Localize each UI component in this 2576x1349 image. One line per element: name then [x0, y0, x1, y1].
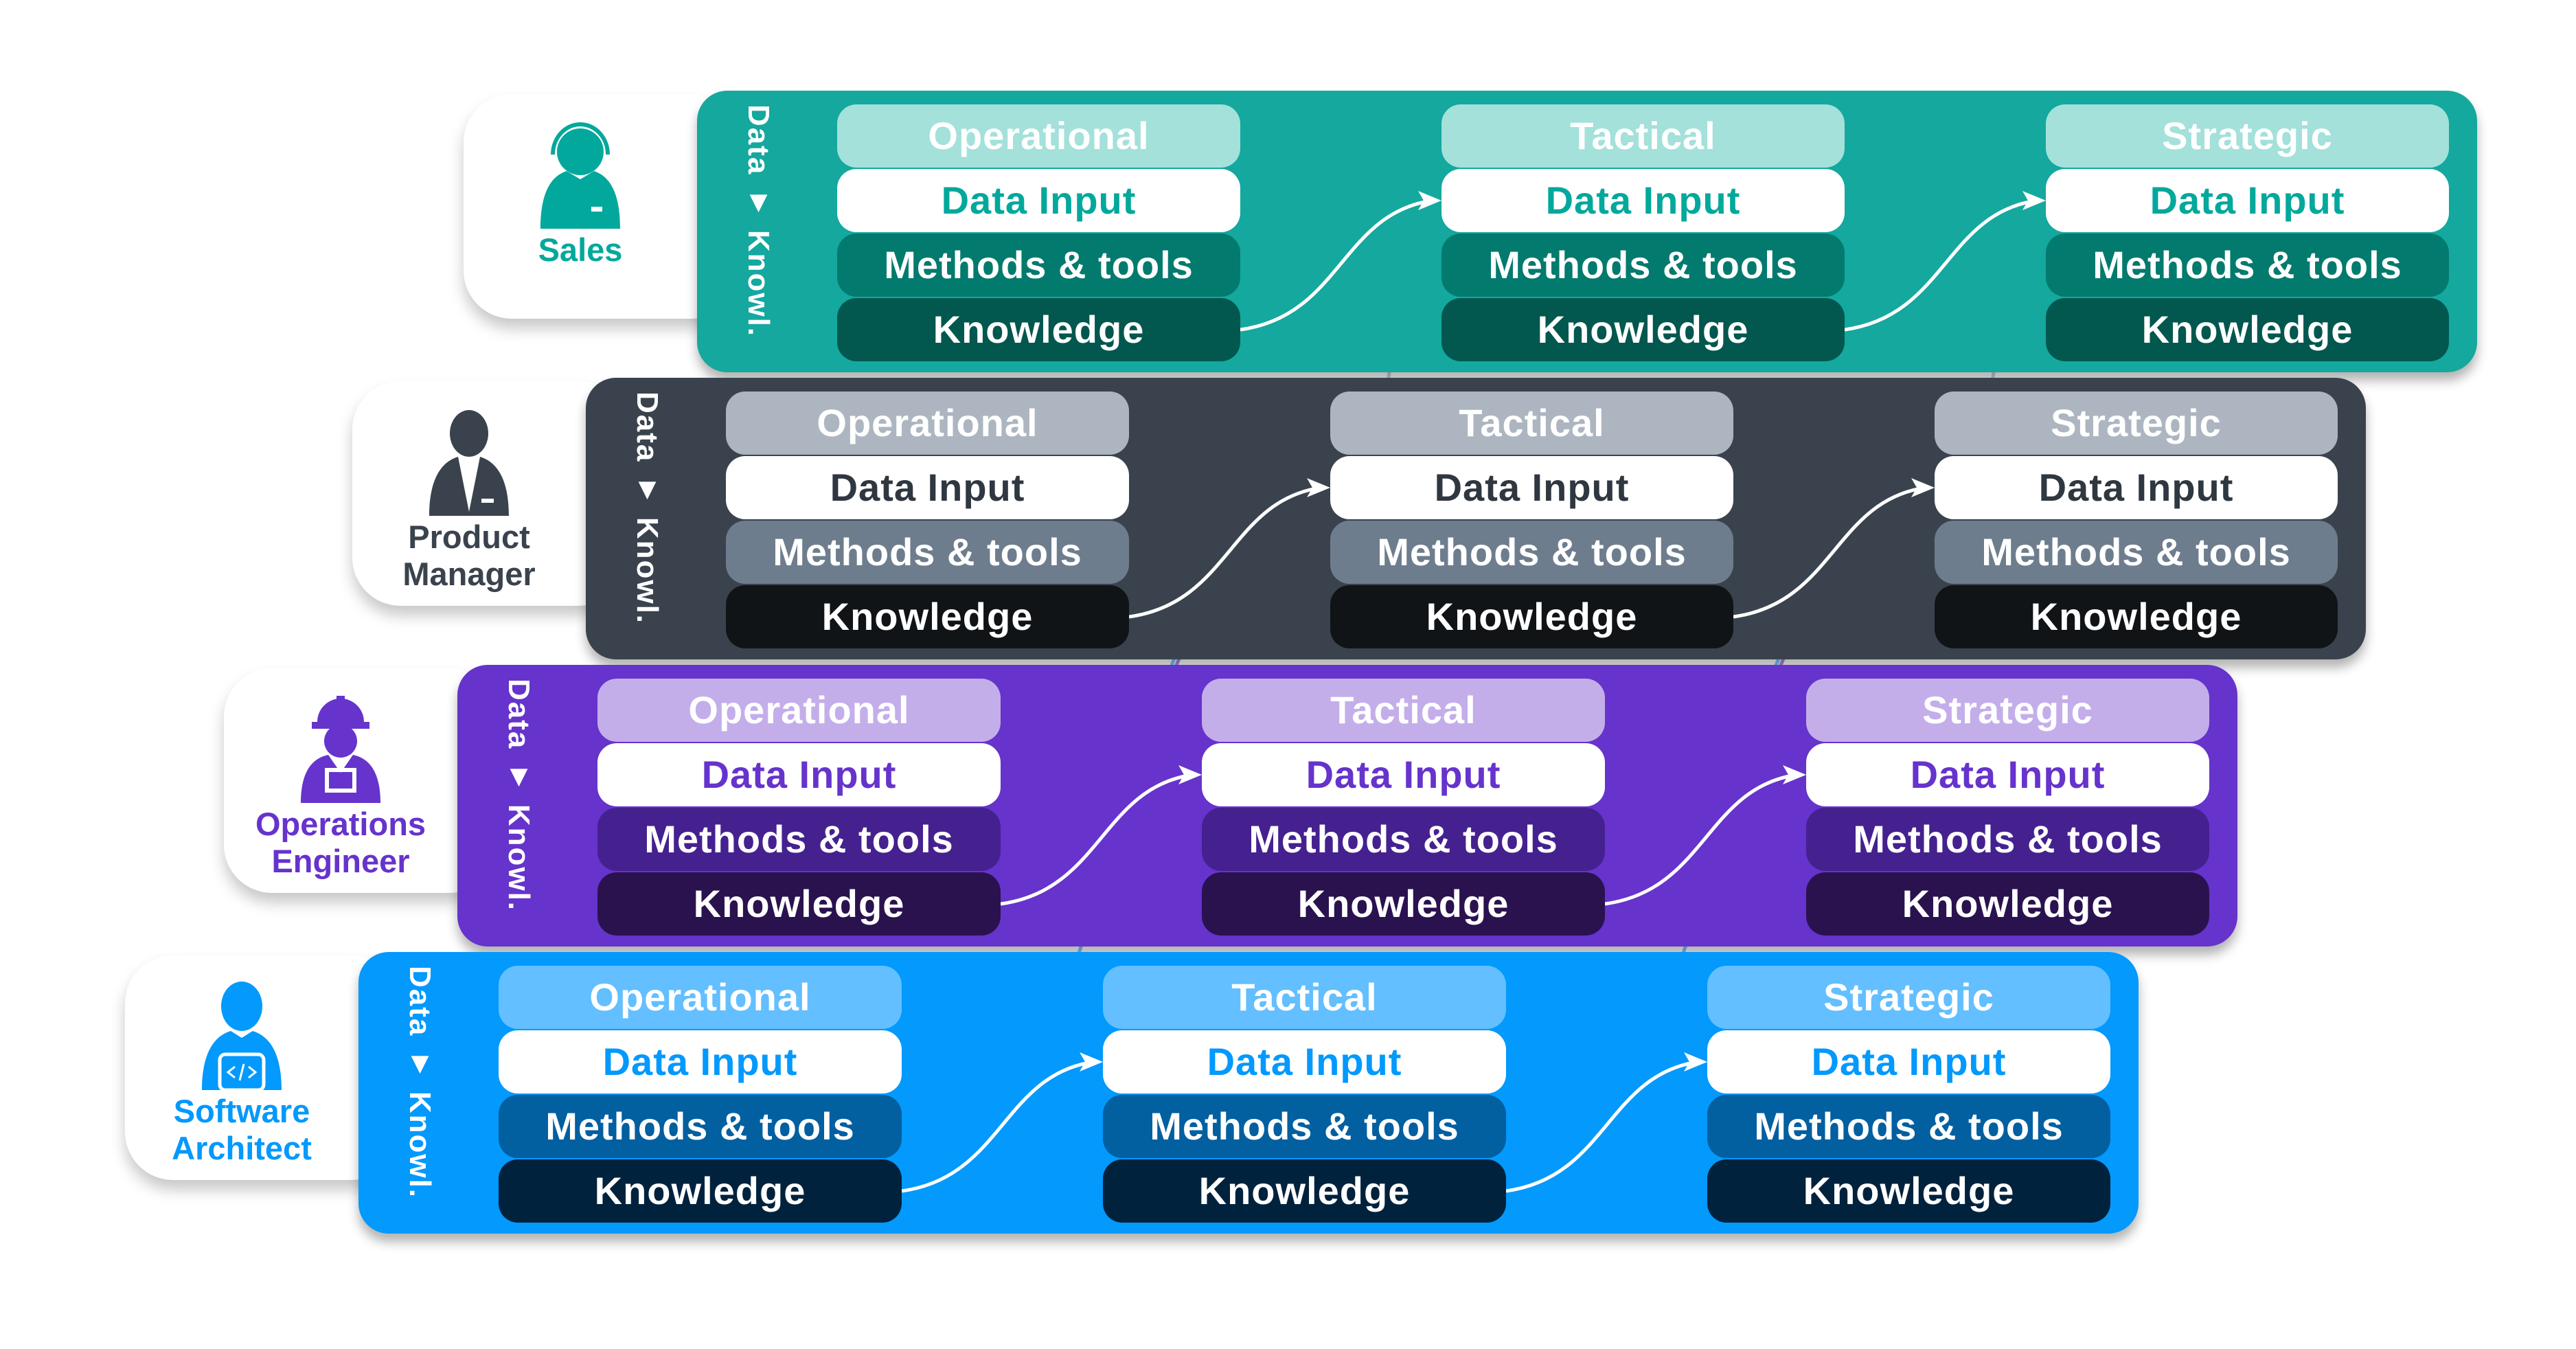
connector-gap — [1845, 191, 2046, 332]
data-input-cell: Data Input — [1330, 456, 1733, 519]
role-label: Sales — [538, 231, 623, 268]
knowledge-to-input-connector — [1129, 486, 1321, 619]
methods-tools-cell: Methods & tools — [1330, 521, 1733, 584]
methods-tools-cell: Methods & tools — [1806, 808, 2209, 871]
data-to-knowledge-axis-label: Data ▼ Knowl. — [742, 104, 775, 338]
knowledge-to-input-connector — [1240, 199, 1433, 332]
arrowhead-icon — [1307, 478, 1330, 497]
column-header: Operational — [726, 392, 1129, 455]
arrowhead-icon — [1911, 478, 1935, 497]
knowledge-to-input-connector — [1733, 486, 1926, 619]
connector-gap — [1605, 765, 1806, 906]
data-to-knowledge-axis-label: Data ▼ Knowl. — [403, 966, 437, 1199]
knowledge-to-input-connector — [1001, 773, 1193, 906]
connector-gap — [902, 1052, 1103, 1193]
methods-tools-cell: Methods & tools — [1103, 1095, 1506, 1158]
knowledge-cell: Knowledge — [1330, 585, 1733, 648]
arrowhead-icon — [1418, 191, 1441, 210]
data-input-cell: Data Input — [1707, 1030, 2110, 1093]
knowledge-cell: Knowledge — [837, 298, 1240, 361]
developer-icon — [194, 980, 290, 1092]
arrowhead-icon — [1080, 1052, 1103, 1072]
data-input-cell: Data Input — [726, 456, 1129, 519]
knowledge-cell: Knowledge — [1935, 585, 2338, 648]
role-label: Product Manager — [402, 519, 536, 592]
methods-tools-cell: Methods & tools — [2046, 234, 2449, 297]
knowledge-cell: Knowledge — [1707, 1159, 2110, 1223]
methods-tools-cell: Methods & tools — [1935, 521, 2338, 584]
column-header: Strategic — [1935, 392, 2338, 455]
data-input-cell: Data Input — [2046, 169, 2449, 232]
column-header: Tactical — [1103, 966, 1506, 1029]
knowledge-cell: Knowledge — [1202, 872, 1605, 936]
engineer-icon — [293, 693, 389, 803]
data-input-cell: Data Input — [1806, 743, 2209, 806]
support-agent-icon — [532, 119, 628, 229]
connector-gap — [1240, 191, 1441, 332]
data-input-cell: Data Input — [597, 743, 1001, 806]
connector-gap — [1129, 478, 1330, 619]
knowledge-cell: Knowledge — [1103, 1159, 1506, 1223]
column-header: Operational — [597, 679, 1001, 742]
column-header: Strategic — [2046, 104, 2449, 168]
data-to-knowledge-axis-label: Data ▼ Knowl. — [630, 392, 664, 625]
data-input-cell: Data Input — [1441, 169, 1845, 232]
role-label: Software Architect — [172, 1093, 312, 1166]
column-header: Operational — [837, 104, 1240, 168]
connector-gap — [1506, 1052, 1707, 1193]
arrowhead-icon — [1684, 1052, 1707, 1072]
data-input-cell: Data Input — [1202, 743, 1605, 806]
column-header: Strategic — [1707, 966, 2110, 1029]
connector-gap — [1733, 478, 1935, 619]
methods-tools-cell: Methods & tools — [1202, 808, 1605, 871]
data-input-cell: Data Input — [499, 1030, 902, 1093]
methods-tools-cell: Methods & tools — [726, 521, 1129, 584]
methods-tools-cell: Methods & tools — [597, 808, 1001, 871]
data-input-cell: Data Input — [1103, 1030, 1506, 1093]
knowledge-cell: Knowledge — [726, 585, 1129, 648]
data-to-knowledge-axis-label: Data ▼ Knowl. — [502, 679, 536, 912]
knowledge-cell: Knowledge — [1806, 872, 2209, 936]
column-header: Tactical — [1202, 679, 1605, 742]
knowledge-to-input-connector — [1605, 773, 1797, 906]
businessman-icon — [421, 406, 517, 516]
column-header: Tactical — [1330, 392, 1733, 455]
knowledge-to-input-connector — [1845, 199, 2037, 332]
knowledge-cell: Knowledge — [499, 1159, 902, 1223]
data-input-cell: Data Input — [1935, 456, 2338, 519]
connector-gap — [1001, 765, 1202, 906]
column-header: Tactical — [1441, 104, 1845, 168]
arrowhead-icon — [1178, 765, 1202, 784]
data-input-cell: Data Input — [837, 169, 1240, 232]
knowledge-to-input-connector — [902, 1060, 1094, 1193]
methods-tools-cell: Methods & tools — [837, 234, 1240, 297]
methods-tools-cell: Methods & tools — [1707, 1095, 2110, 1158]
knowledge-to-input-connector — [1506, 1060, 1698, 1193]
column-header: Operational — [499, 966, 902, 1029]
methods-tools-cell: Methods & tools — [1441, 234, 1845, 297]
methods-tools-cell: Methods & tools — [499, 1095, 902, 1158]
role-card: Software Architect — [125, 955, 400, 1180]
knowledge-cell: Knowledge — [1441, 298, 1845, 361]
column-header: Strategic — [1806, 679, 2209, 742]
role-card: Operations Engineer — [224, 668, 499, 893]
arrowhead-icon — [1783, 765, 1806, 784]
knowledge-cell: Knowledge — [2046, 298, 2449, 361]
arrowhead-icon — [2022, 191, 2046, 210]
role-label: Operations Engineer — [255, 806, 426, 879]
knowledge-cell: Knowledge — [597, 872, 1001, 936]
role-card: Product Manager — [352, 381, 627, 606]
role-card: Sales — [464, 94, 738, 319]
